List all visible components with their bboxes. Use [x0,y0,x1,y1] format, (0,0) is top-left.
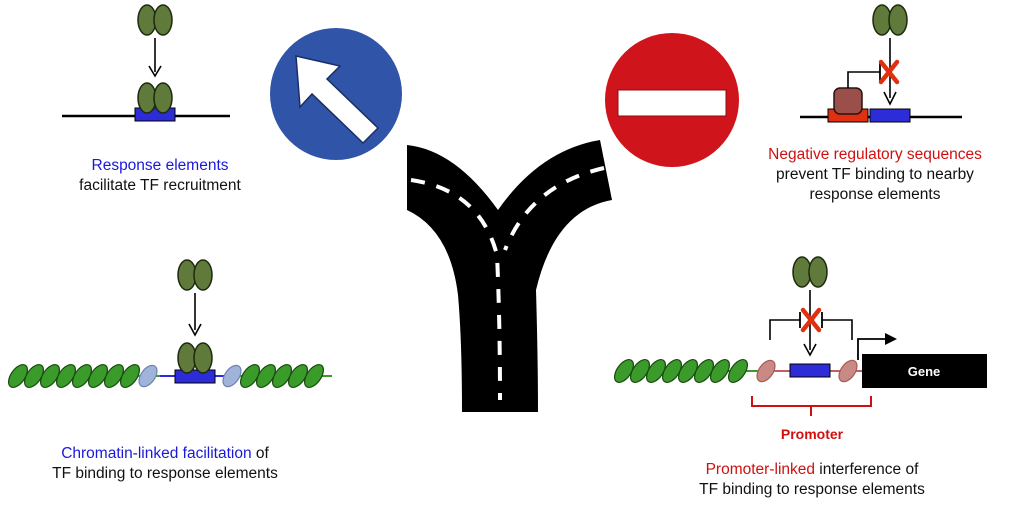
caption-bottom-right: Promoter-linked interference of TF bindi… [672,460,952,500]
transcription-start-arrow-icon [857,338,890,360]
caption-highlight: Negative regulatory sequences [768,146,982,163]
caption-highlight: Response elements [91,157,229,174]
block-x-icon [800,307,822,333]
caption-text: TF binding to response elements [52,465,278,482]
inhibition-line [847,71,880,88]
caption-text: response elements [809,186,941,203]
tf-dimer-bound-icon [177,342,213,374]
no-entry-sign-icon [605,33,739,167]
gene-label: Gene [908,364,941,379]
tf-dimer-icon [137,4,173,36]
caption-text: prevent TF binding to nearby [776,166,974,183]
tf-dimer-icon [872,4,908,36]
caption-text: TF binding to response elements [699,481,925,498]
top-right-schematic [800,4,962,123]
inhibition-bracket-left [769,319,800,340]
caption-top-right: Negative regulatory sequences prevent TF… [740,145,1010,205]
repressor-protein-icon [833,87,863,115]
forked-road-icon [407,140,612,412]
top-left-schematic [62,4,230,122]
bottom-right-schematic: Gene Promoter [610,256,987,442]
block-x-icon [878,59,900,85]
caption-text: facilitate TF recruitment [79,177,241,194]
tf-dimer-icon [177,259,213,291]
inhibition-bracket-right [822,319,853,340]
tf-dimer-icon [792,256,828,288]
gene-box [862,354,987,388]
caption-top-left: Response elements facilitate TF recruitm… [40,156,280,196]
caption-text: of [251,445,269,462]
response-element-box [174,369,216,384]
caption-text: interference of [815,461,919,478]
caption-highlight: Chromatin-linked facilitation [61,445,252,462]
response-element-box [789,363,831,378]
promoter-label: Promoter [781,426,844,442]
caption-bottom-left: Chromatin-linked facilitation of TF bind… [20,444,310,484]
promoter-bracket [751,396,872,416]
bottom-left-schematic [4,259,332,392]
caption-highlight: Promoter-linked [705,461,815,478]
response-element-box [869,108,911,123]
arrow-sign-icon [270,28,402,160]
